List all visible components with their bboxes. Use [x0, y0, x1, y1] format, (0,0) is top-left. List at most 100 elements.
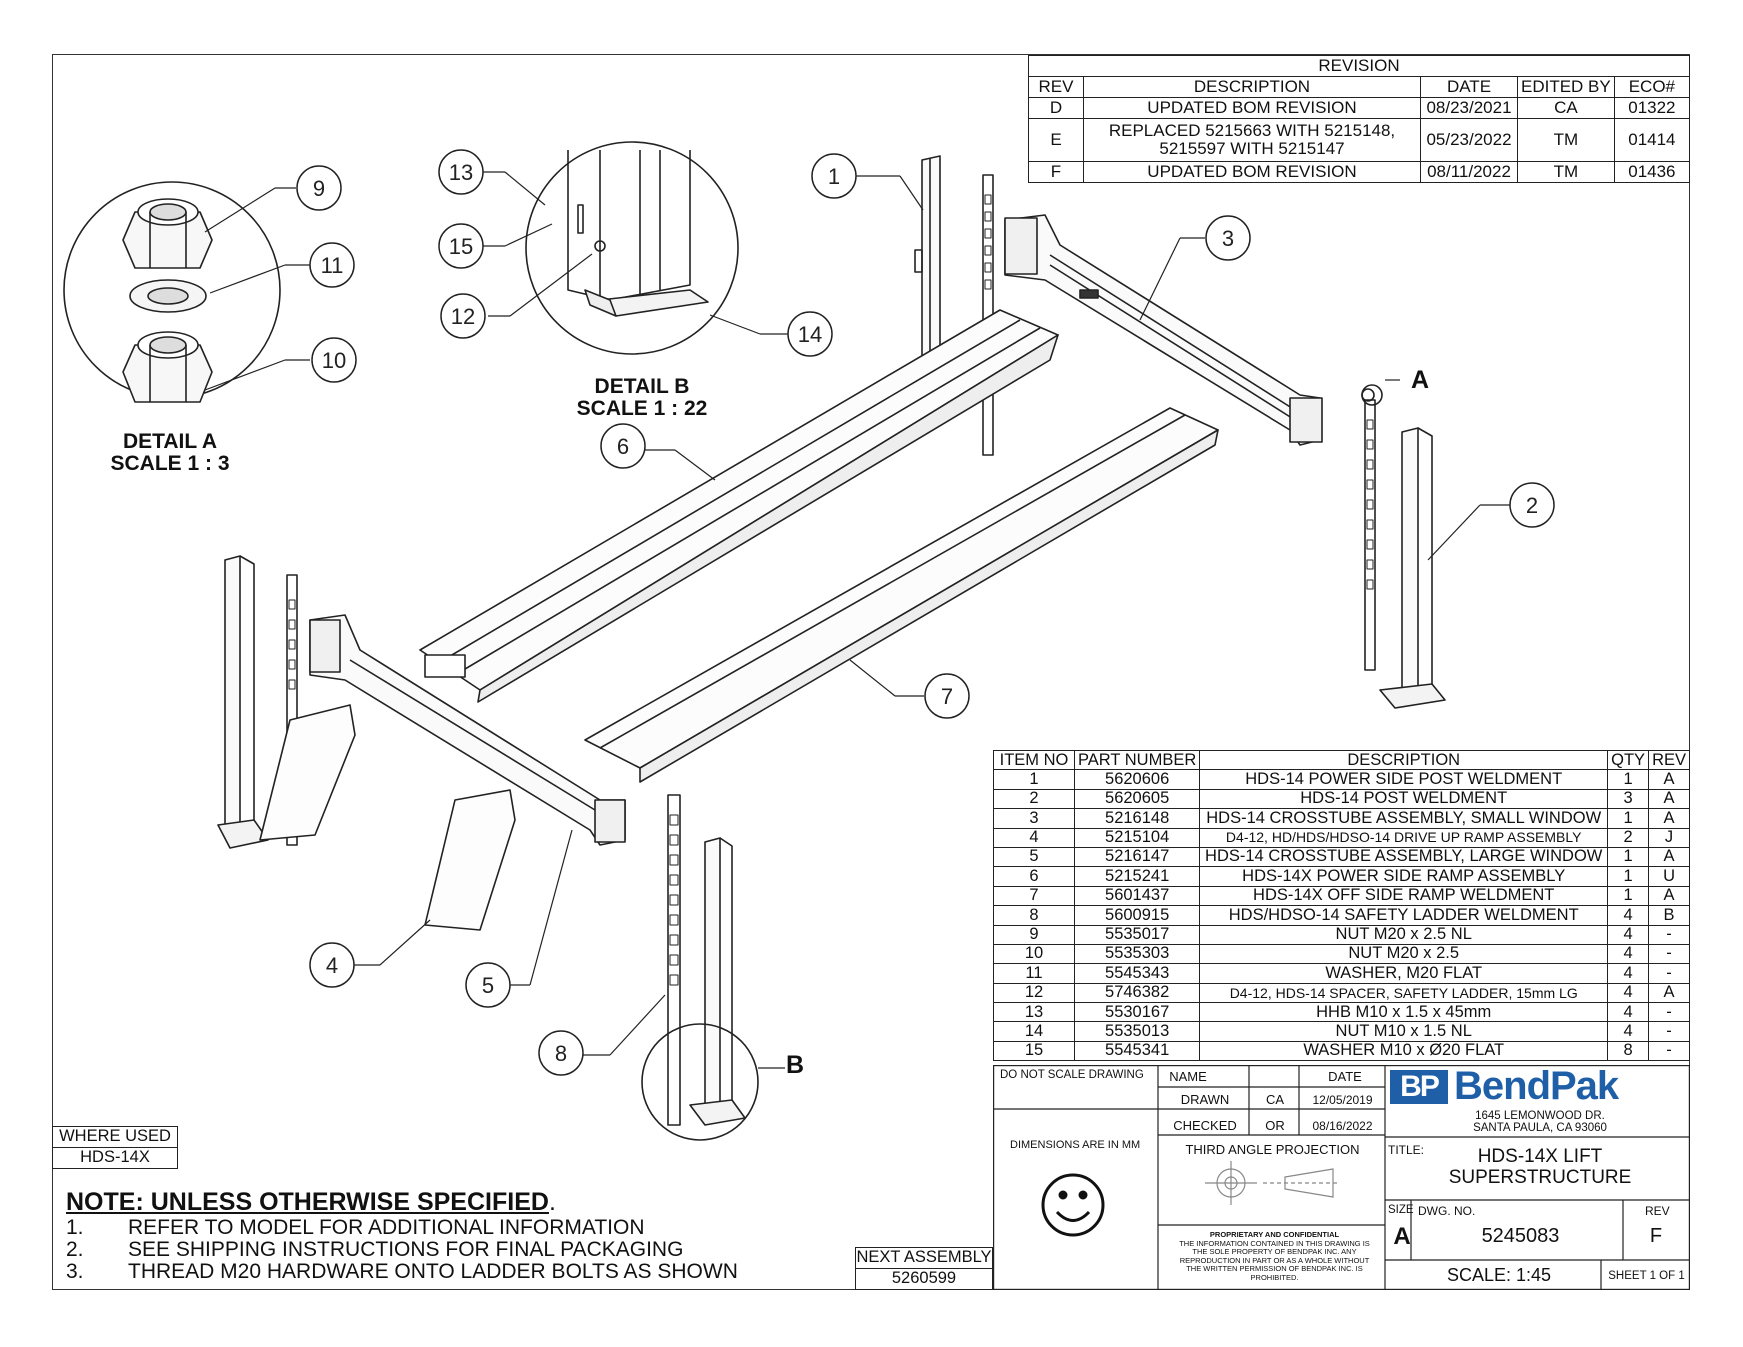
post-8-shape: [667, 794, 746, 1126]
size-label: SIZE: [1388, 1204, 1414, 1216]
balloon-1: 1: [811, 153, 857, 199]
where-used-label: WHERE USED: [52, 1126, 178, 1148]
smiley-icon: [1041, 1173, 1105, 1237]
rev-header-description: DESCRIPTION: [1083, 76, 1421, 98]
balloon-13: 13: [438, 149, 484, 195]
detail-b-title: DETAIL B: [595, 375, 690, 398]
balloon-6: 6: [600, 423, 646, 469]
ramp-6-shape: [419, 309, 1059, 703]
detail-a-title: DETAIL A: [123, 430, 217, 453]
dwg-no-label: DWG. NO.: [1418, 1204, 1476, 1218]
revision-row: E REPLACED 5215663 WITH 5215148,5215597 …: [1028, 118, 1691, 162]
rev-header-rev: REV: [1028, 76, 1084, 98]
next-assembly-label: NEXT ASSEMBLY: [855, 1247, 993, 1269]
left-post-shape: [217, 555, 298, 849]
checked-date: 08/16/2022: [1312, 1119, 1373, 1133]
svg-text:15: 15: [449, 234, 473, 259]
balloon-2: 2: [1509, 482, 1555, 528]
note-item: 2.SEE SHIPPING INSTRUCTIONS FOR FINAL PA…: [66, 1238, 684, 1261]
balloon-1-label: 1: [828, 164, 840, 189]
drawn-date: 12/05/2019: [1312, 1093, 1373, 1107]
balloon-4: 4: [309, 942, 355, 988]
nut-9-shape: [122, 198, 213, 269]
logo-mark: BP: [1390, 1070, 1448, 1104]
revision-title: REVISION: [1028, 55, 1690, 77]
balloon-12: 12: [440, 293, 486, 339]
title-block-frame: [993, 1065, 1690, 1290]
svg-text:8: 8: [555, 1041, 567, 1066]
third-angle-projection-icon: [1205, 1161, 1338, 1205]
detail-b-scale: SCALE 1 : 22: [577, 397, 708, 420]
proprietary-notice: PROPRIETARY AND CONFIDENTIAL THE INFORMA…: [1179, 1230, 1370, 1282]
svg-text:14: 14: [798, 322, 822, 347]
checked-name: OR: [1265, 1118, 1285, 1133]
dimensions-note: DIMENSIONS ARE IN MM: [1010, 1139, 1141, 1151]
rev-label: REV: [1645, 1204, 1670, 1218]
svg-text:13: 13: [449, 160, 473, 185]
balloon-3: 3: [1205, 215, 1251, 261]
detail-b-circle: [525, 141, 739, 355]
bill-of-materials: ITEM NO PART NUMBER DESCRIPTION QTY REV …: [993, 749, 1690, 1062]
detail-a-marker-circle: [1361, 384, 1383, 406]
detail-b-post: [567, 150, 709, 317]
detail-a-letter: A: [1411, 366, 1429, 394]
do-not-scale-note: DO NOT SCALE DRAWING: [1000, 1069, 1144, 1081]
svg-text:4: 4: [326, 953, 338, 978]
balloon-8: 8: [538, 1030, 584, 1076]
leader-lines: [204, 171, 1510, 1069]
checked-label: CHECKED: [1173, 1118, 1237, 1133]
nut-10-shape: [122, 331, 213, 403]
post-2-shape: [1361, 388, 1446, 709]
svg-text:2: 2: [1526, 493, 1538, 518]
next-assembly-value: 5260599: [855, 1268, 993, 1290]
note-item: 1.REFER TO MODEL FOR ADDITIONAL INFORMAT…: [66, 1216, 645, 1239]
drawn-label: DRAWN: [1180, 1092, 1230, 1107]
sheet-size: A: [1393, 1223, 1411, 1250]
crosstube-5-shape: [309, 614, 626, 846]
balloon-5: 5: [465, 962, 511, 1008]
rev-header-edited-by: EDITED BY: [1517, 76, 1615, 98]
notes-block: NOTE: UNLESS OTHERWISE SPECIFIED. 1.REFE…: [66, 1188, 738, 1283]
balloon-14: 14: [787, 311, 833, 357]
where-used-value: HDS-14X: [52, 1147, 178, 1169]
detail-a-scale: SCALE 1 : 3: [110, 452, 229, 475]
revision-table: REVISION REV DESCRIPTION DATE EDITED BY …: [1028, 55, 1691, 183]
revision-row: F UPDATED BOM REVISION 08/11/2022 TM 014…: [1028, 161, 1691, 183]
company-address: 1645 LEMONWOOD DR. SANTA PAULA, CA 93060: [1473, 1110, 1607, 1134]
svg-text:11: 11: [321, 253, 344, 278]
drawing-number: 5245083: [1481, 1225, 1560, 1247]
projection-label: THIRD ANGLE PROJECTION: [1185, 1142, 1360, 1157]
balloon-15: 15: [438, 223, 484, 269]
svg-text:12: 12: [451, 304, 475, 329]
rev-header-eco: ECO#: [1613, 76, 1691, 98]
drive-up-ramp-left: [259, 704, 356, 841]
drawing-scale: SCALE: 1:45: [1446, 1265, 1552, 1285]
sheet-number: SHEET 1 OF 1: [1608, 1270, 1685, 1282]
svg-text:3: 3: [1222, 226, 1234, 251]
svg-text:9: 9: [313, 176, 325, 201]
company-logo: BP BendPak 1645 LEMONWOOD DR. SANTA PAUL…: [1390, 1064, 1690, 1138]
bom-header-row: ITEM NO PART NUMBER DESCRIPTION QTY REV: [993, 749, 1690, 771]
revision-row: D UPDATED BOM REVISION 08/23/2021 CA 013…: [1028, 97, 1691, 119]
balloon-11: 11: [309, 242, 355, 288]
balloon-7: 7: [924, 673, 970, 719]
svg-text:5: 5: [482, 973, 494, 998]
drawing-title: HDS-14X LIFT SUPERSTRUCTURE: [1448, 1146, 1632, 1188]
washer-11-shape: [129, 279, 207, 313]
crosstube-3-shape: [1004, 214, 1323, 446]
rev-header-date: DATE: [1420, 76, 1518, 98]
revision-letter: F: [1649, 1225, 1663, 1247]
drawn-name: CA: [1265, 1092, 1285, 1107]
